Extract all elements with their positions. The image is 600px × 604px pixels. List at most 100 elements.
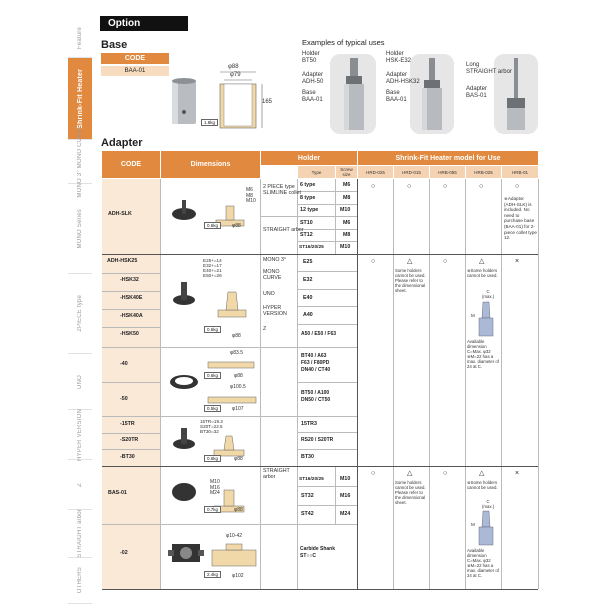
uno50-weight: 0.5kg	[204, 405, 222, 412]
hsk-mark-hrb01: ×	[515, 258, 520, 265]
uno40-dia-top: φ83.5	[230, 350, 243, 356]
bas-mark-hrb055: ○	[443, 470, 448, 477]
hsk-type-e25: E25	[303, 259, 313, 265]
ex1-holder-label: Holder	[302, 51, 320, 57]
uno40-dia: φ88	[234, 373, 243, 379]
base-photo	[172, 78, 196, 124]
slk-mark-hrb055: ○	[443, 183, 448, 190]
code-hsk40e: -HSK40E	[120, 295, 143, 301]
ex1-base: BAA-01	[302, 97, 323, 103]
ex1-adapter: ADH-50	[302, 79, 324, 85]
slk-type-5: ST16/20/25	[299, 245, 324, 250]
adapter-title: Adapter	[101, 137, 143, 149]
ex3-arbor: STRAIGHT arbor	[466, 69, 512, 75]
bas-type-1: ST32	[301, 493, 314, 499]
o2-drawing	[211, 543, 257, 567]
ex3-adapter-label: Adapter	[466, 86, 488, 92]
slk-mark-hrb01: ○	[515, 183, 520, 190]
slk-note: ※Adaptor (ADH-SLK) is included. No need …	[504, 196, 537, 241]
side-tab-straight[interactable]: STRAIGHT arbor	[68, 509, 92, 558]
bas-screw-2: M24	[340, 511, 351, 517]
col-heater-header: Shrink-Fit Heater model for Use	[358, 151, 538, 165]
hsk-note-hrd015: Some holders cannot be used. Please refe…	[395, 268, 426, 293]
code-hsk40a: -HSK40A	[120, 313, 143, 319]
slk-screw-0: M6	[343, 182, 351, 188]
ex1-adapter-label: Adapter	[302, 72, 324, 78]
code-adh-hsk25: ADH-HSK25	[107, 258, 138, 264]
side-tab-mono3[interactable]: MONO 3° MONO CURVE	[68, 125, 92, 198]
hsk-dim-values: E25+=14 E32+=17 E40+=21 E50+=26	[203, 258, 222, 278]
slk-screw-2: M10	[340, 207, 351, 213]
side-tab-mono[interactable]: MONO Series	[68, 184, 92, 274]
o2-type: Carbide Shank ST○○C	[300, 546, 336, 559]
bas-c-max: C (max.)	[482, 499, 495, 509]
model-hrb01: HRB-01	[502, 166, 538, 178]
bas-m-label: M	[471, 522, 475, 527]
side-tab-uno[interactable]: UNO	[68, 354, 92, 410]
hsk-note-hrb025: ※Some holders cannot be used.	[467, 268, 498, 278]
hsk-dim-dia: φ88	[232, 333, 241, 339]
side-tab-others[interactable]: OTHERS	[68, 558, 92, 604]
model-hrd015: HRD-015	[394, 166, 429, 178]
sub-screw-size: Screw size	[336, 166, 357, 178]
bas-drawing	[172, 483, 245, 513]
side-tab-2piece[interactable]: 2PIECE type	[68, 274, 92, 354]
o2-dia: φ102	[232, 573, 244, 579]
hsk-mark-hrd015: △	[407, 258, 413, 265]
side-tab-feature[interactable]: Feature	[68, 20, 92, 58]
uno-type-40: BT40 / A63 F63 / F80PD DN40 / CT40	[301, 353, 331, 373]
code-bg-bas	[102, 467, 160, 524]
model-hrd025: HRD-025	[358, 166, 393, 178]
hsk-group-mono3: MONO 3°	[263, 257, 287, 263]
uno40-drawing	[207, 361, 255, 369]
ex3-adapter: BAS-01	[466, 93, 487, 99]
side-tab-z[interactable]: Z	[68, 460, 92, 510]
example-tool-2	[422, 58, 442, 130]
bas-note-hrb025: ※Some holders cannot be used.	[467, 480, 498, 490]
ex1-holder: BT50	[302, 58, 317, 64]
example-tool-3	[507, 58, 525, 130]
base-drawing	[219, 71, 263, 129]
uno50-dia: φ107	[232, 406, 244, 412]
bas-screw-0: M10	[340, 476, 351, 482]
bas-type-0: ST16/20/25	[299, 477, 324, 482]
hsk-group-hyper: HYPER VERSION	[263, 305, 287, 317]
slk-screw-3: M6	[343, 220, 351, 226]
hsk-note-avail: Available dimension C=Max. φ32 ※M=22 has…	[467, 339, 500, 369]
option-title: Option	[100, 16, 188, 31]
o2-photo	[168, 544, 204, 562]
tr-dim-values: 15TR=19.3 S20T=22.5 BT30=32	[200, 419, 223, 434]
hsk-mark-hrd025: ○	[371, 258, 376, 265]
bas-c-diagram	[478, 510, 494, 546]
bas-mark-hrd025: ○	[371, 470, 376, 477]
base-dim-height: 165	[262, 99, 273, 105]
bas-mark-hrb025: △	[479, 470, 485, 477]
side-tab-shrink-fit[interactable]: Shrink-Fit Heater	[68, 58, 92, 140]
hsk-drawing	[173, 282, 247, 318]
uno50-drawing	[207, 396, 257, 404]
hsk-mark-hrb055: ○	[443, 258, 448, 265]
model-hrb025: HRB-025	[466, 166, 501, 178]
side-tab-hyper[interactable]: HYPER VERSION	[68, 409, 92, 460]
ex2-base: BAA-01	[386, 97, 407, 103]
uno-ring-drawing	[170, 375, 198, 389]
slk-type-3: ST10	[300, 220, 313, 226]
hsk-c-diagram	[478, 301, 494, 337]
slk-weight: 0.6kg	[204, 222, 222, 229]
slk-screw-1: M8	[343, 195, 351, 201]
bas-note-avail: Available dimension C=Max. φ32 ※M=22 has…	[467, 548, 500, 578]
base-weight: 1.8kg	[201, 119, 219, 126]
side-nav: Feature Shrink-Fit Heater MONO 3° MONO C…	[68, 20, 92, 604]
bas-mark-hrd015: △	[407, 470, 413, 477]
ex3-arbor-label: Long	[466, 62, 480, 68]
bas-screw-1: M16	[340, 493, 351, 499]
hsk-group-mono-curve: MONO CURVE	[263, 269, 282, 281]
base-dim-d88: φ88	[228, 64, 239, 70]
col-code-header: CODE	[102, 151, 160, 178]
hsk-weight: 0.6kg	[204, 326, 222, 333]
bas-mark-hrb01: ×	[515, 470, 520, 477]
slk-holder-group-1: 2 PIECE type SLIMLINE collet	[263, 184, 301, 196]
bas-note-hrd015: Some holders cannot be used. Please refe…	[395, 480, 426, 505]
slk-mark-hrd015: ○	[407, 183, 412, 190]
uno-type-50: BT50 / A100 DN50 / CT50	[301, 390, 331, 403]
